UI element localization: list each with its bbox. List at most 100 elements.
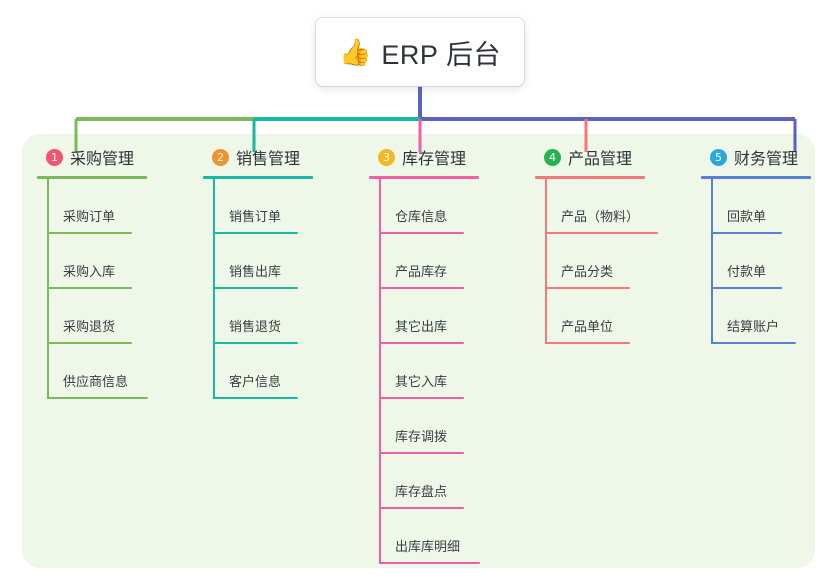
branch-item[interactable]: 销售退货 bbox=[203, 289, 313, 344]
branch-item-underline bbox=[711, 342, 796, 344]
branch-item-label: 出库库明细 bbox=[395, 539, 461, 554]
root-node-card[interactable]: 👍 ERP 后台 bbox=[316, 18, 524, 86]
branch-title: 产品管理 bbox=[568, 151, 633, 168]
branch-item-underline bbox=[545, 287, 630, 289]
branch-item[interactable]: 采购入库 bbox=[37, 234, 147, 289]
branch-item-underline bbox=[379, 232, 464, 234]
thumbs-up-icon: 👍 bbox=[339, 37, 372, 67]
branch-item-label: 库存调拨 bbox=[395, 429, 448, 444]
branch-spine bbox=[711, 179, 713, 344]
branch-item[interactable]: 其它入库 bbox=[369, 344, 479, 399]
branch-item-label: 供应商信息 bbox=[63, 374, 129, 389]
branch-index-badge: 1 bbox=[46, 148, 63, 166]
branch-spine bbox=[379, 179, 381, 564]
branch-title: 销售管理 bbox=[236, 151, 301, 168]
branch-item[interactable]: 库存盘点 bbox=[369, 454, 479, 509]
branch-item[interactable]: 产品（物料） bbox=[535, 179, 658, 234]
branch-item-label: 付款单 bbox=[727, 264, 767, 279]
branch-item[interactable]: 其它出库 bbox=[369, 289, 479, 344]
branch-item-underline bbox=[379, 507, 464, 509]
branch-spine bbox=[545, 179, 547, 344]
branch-header-underline bbox=[369, 176, 479, 179]
branch-item-label: 其它出库 bbox=[395, 319, 448, 334]
branch-item-underline bbox=[47, 342, 132, 344]
branch-item[interactable]: 库存调拨 bbox=[369, 399, 479, 454]
root-node-content: 👍 ERP 后台 bbox=[339, 33, 501, 72]
branch-header-underline bbox=[37, 176, 147, 179]
branch-item-underline bbox=[47, 287, 132, 289]
branch-item-label: 库存盘点 bbox=[395, 484, 448, 499]
branch-spine bbox=[47, 179, 49, 399]
branch-item-underline bbox=[213, 287, 298, 289]
branch-item-label: 产品（物料） bbox=[561, 209, 640, 224]
branch-header-underline bbox=[701, 176, 811, 179]
branch-column-4: 4 产品管理产品（物料） 产品分类产品单位 bbox=[535, 144, 658, 344]
branch-item-label: 销售出库 bbox=[229, 264, 282, 279]
branch-item-underline bbox=[379, 562, 480, 564]
branch-item[interactable]: 采购订单 bbox=[37, 179, 147, 234]
branch-item-underline bbox=[379, 342, 464, 344]
branch-item-underline bbox=[47, 232, 132, 234]
branch-item[interactable]: 产品单位 bbox=[535, 289, 645, 344]
branch-item-label: 采购入库 bbox=[63, 264, 116, 279]
branch-item[interactable]: 出库库明细 bbox=[369, 509, 480, 564]
branch-item-label: 回款单 bbox=[727, 209, 767, 224]
branch-index-badge: 5 bbox=[710, 148, 727, 166]
branch-header-3[interactable]: 3 库存管理 bbox=[369, 144, 479, 170]
branch-item-list: 仓库信息产品库存其它出库其它入库库存调拨库存盘点出库库明细 bbox=[369, 179, 480, 564]
branch-item[interactable]: 产品分类 bbox=[535, 234, 645, 289]
branch-item-label: 采购订单 bbox=[63, 209, 116, 224]
branch-item-underline bbox=[213, 342, 298, 344]
branch-spine bbox=[213, 179, 215, 399]
branch-header-underline bbox=[203, 176, 313, 179]
branch-item-underline bbox=[711, 287, 782, 289]
branch-item-label: 销售订单 bbox=[229, 209, 282, 224]
branch-item-underline bbox=[545, 232, 658, 234]
branch-column-1: 1 采购管理采购订单采购入库采购退货供应商信息 bbox=[37, 144, 148, 399]
branch-header-underline bbox=[535, 176, 645, 179]
branch-item-underline bbox=[379, 397, 464, 399]
branch-item[interactable]: 结算账户 bbox=[701, 289, 811, 344]
branch-item-label: 客户信息 bbox=[229, 374, 282, 389]
branch-index-badge: 2 bbox=[212, 148, 229, 166]
branch-item-underline bbox=[545, 342, 630, 344]
branch-item[interactable]: 供应商信息 bbox=[37, 344, 148, 399]
branch-item-underline bbox=[213, 397, 298, 399]
branch-item-label: 采购退货 bbox=[63, 319, 116, 334]
branch-item-underline bbox=[379, 452, 464, 454]
branch-title: 库存管理 bbox=[402, 151, 467, 168]
diagram-background-panel bbox=[22, 134, 815, 568]
branch-header-2[interactable]: 2 销售管理 bbox=[203, 144, 313, 170]
branch-item[interactable]: 仓库信息 bbox=[369, 179, 479, 234]
branch-item[interactable]: 付款单 bbox=[701, 234, 811, 289]
branch-item[interactable]: 采购退货 bbox=[37, 289, 147, 344]
branch-item-underline bbox=[47, 397, 148, 399]
branch-item-label: 产品库存 bbox=[395, 264, 448, 279]
branch-title: 采购管理 bbox=[70, 151, 135, 168]
branch-item-list: 产品（物料） 产品分类产品单位 bbox=[535, 179, 658, 344]
branch-item-underline bbox=[379, 287, 464, 289]
branch-column-3: 3 库存管理仓库信息产品库存其它出库其它入库库存调拨库存盘点出库库明细 bbox=[369, 144, 480, 564]
branch-index-badge: 4 bbox=[544, 148, 561, 166]
branch-item-underline bbox=[213, 232, 298, 234]
branch-item[interactable]: 回款单 bbox=[701, 179, 811, 234]
branch-item-label: 结算账户 bbox=[727, 319, 780, 334]
branch-item-underline bbox=[711, 232, 782, 234]
root-node-title: ERP 后台 bbox=[381, 39, 501, 70]
branch-item-label: 仓库信息 bbox=[395, 209, 448, 224]
branch-header-1[interactable]: 1 采购管理 bbox=[37, 144, 147, 170]
branch-item-list: 采购订单采购入库采购退货供应商信息 bbox=[37, 179, 148, 399]
branch-item-list: 销售订单销售出库销售退货客户信息 bbox=[203, 179, 313, 399]
branch-index-badge: 3 bbox=[378, 148, 395, 166]
branch-item-label: 销售退货 bbox=[229, 319, 282, 334]
branch-item[interactable]: 销售出库 bbox=[203, 234, 313, 289]
branch-item-label: 其它入库 bbox=[395, 374, 448, 389]
branch-item[interactable]: 产品库存 bbox=[369, 234, 479, 289]
branch-item[interactable]: 销售订单 bbox=[203, 179, 313, 234]
branch-header-4[interactable]: 4 产品管理 bbox=[535, 144, 645, 170]
branch-column-2: 2 销售管理销售订单销售出库销售退货客户信息 bbox=[203, 144, 313, 399]
branch-item[interactable]: 客户信息 bbox=[203, 344, 313, 399]
